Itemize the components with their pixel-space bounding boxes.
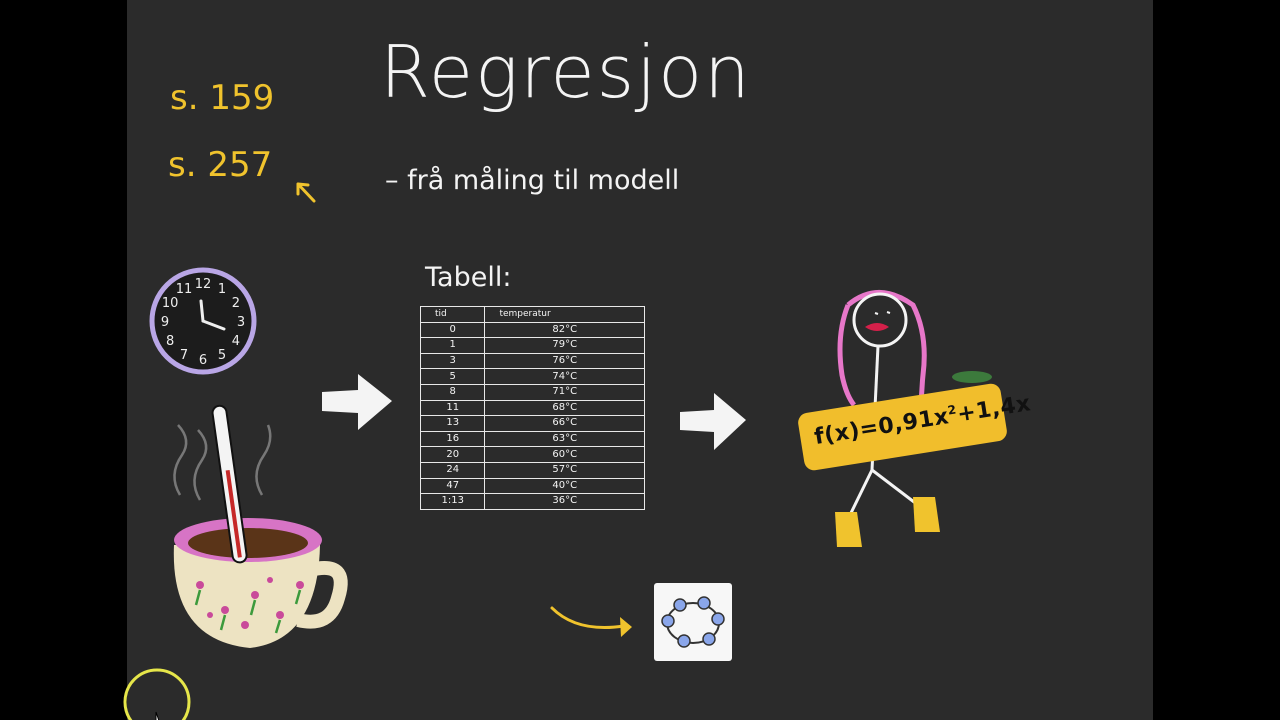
clock-number: 10 [162, 296, 179, 311]
clock-number: 2 [232, 296, 240, 311]
clock-number: 9 [161, 315, 169, 330]
clock-number: 7 [180, 348, 188, 363]
clock-number: 5 [218, 348, 226, 363]
clock-number: 8 [166, 334, 174, 349]
geogebra-logo[interactable] [654, 583, 732, 661]
page-reference-2: s. 257 [168, 145, 273, 185]
clock-number: 3 [237, 315, 245, 330]
clock-number: 11 [176, 282, 193, 297]
page-title: Regresjon [380, 30, 752, 114]
clock-number: 6 [199, 353, 207, 368]
page-reference-1: s. 159 [170, 78, 275, 118]
clock-number: 4 [232, 334, 240, 349]
page-subtitle: – frå måling til modell [385, 165, 680, 196]
table-cell-time: 13 [419, 415, 486, 432]
geogebra-icon [661, 596, 725, 648]
table-cell-time: 1:13 [419, 493, 486, 510]
clock-number: 12 [195, 277, 212, 292]
clock-number: 1 [218, 282, 226, 297]
table-label: Tabell: [425, 262, 512, 293]
table-cell-temperature: 36°C [484, 493, 645, 510]
